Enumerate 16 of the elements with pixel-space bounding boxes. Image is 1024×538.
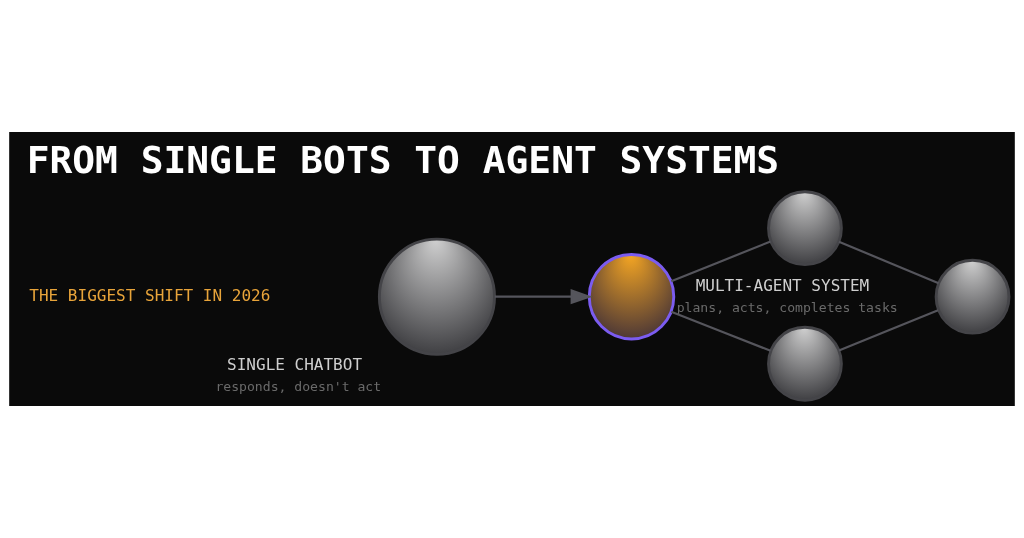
connector (670, 310, 771, 352)
connector (838, 309, 939, 352)
arrow (494, 289, 593, 305)
label: THE BIGGEST SHIFT IN 2026 (29, 285, 271, 305)
node-circle (587, 252, 676, 341)
connector (838, 240, 940, 285)
node-label: MULTI-AGENT SYSTEM (695, 275, 870, 295)
node-circle (934, 258, 1011, 335)
connector (670, 240, 771, 283)
node-label: responds, doesn't act (215, 378, 382, 394)
node-circle (767, 325, 843, 402)
node-label: plans, acts, completes tasks (676, 299, 898, 315)
node-label: SINGLE CHATBOT (227, 355, 363, 374)
node-circle (377, 237, 496, 356)
node-circle (767, 190, 843, 267)
diagram-title: FROM SINGLE BOTS TO AGENT SYSTEMS (26, 137, 780, 182)
